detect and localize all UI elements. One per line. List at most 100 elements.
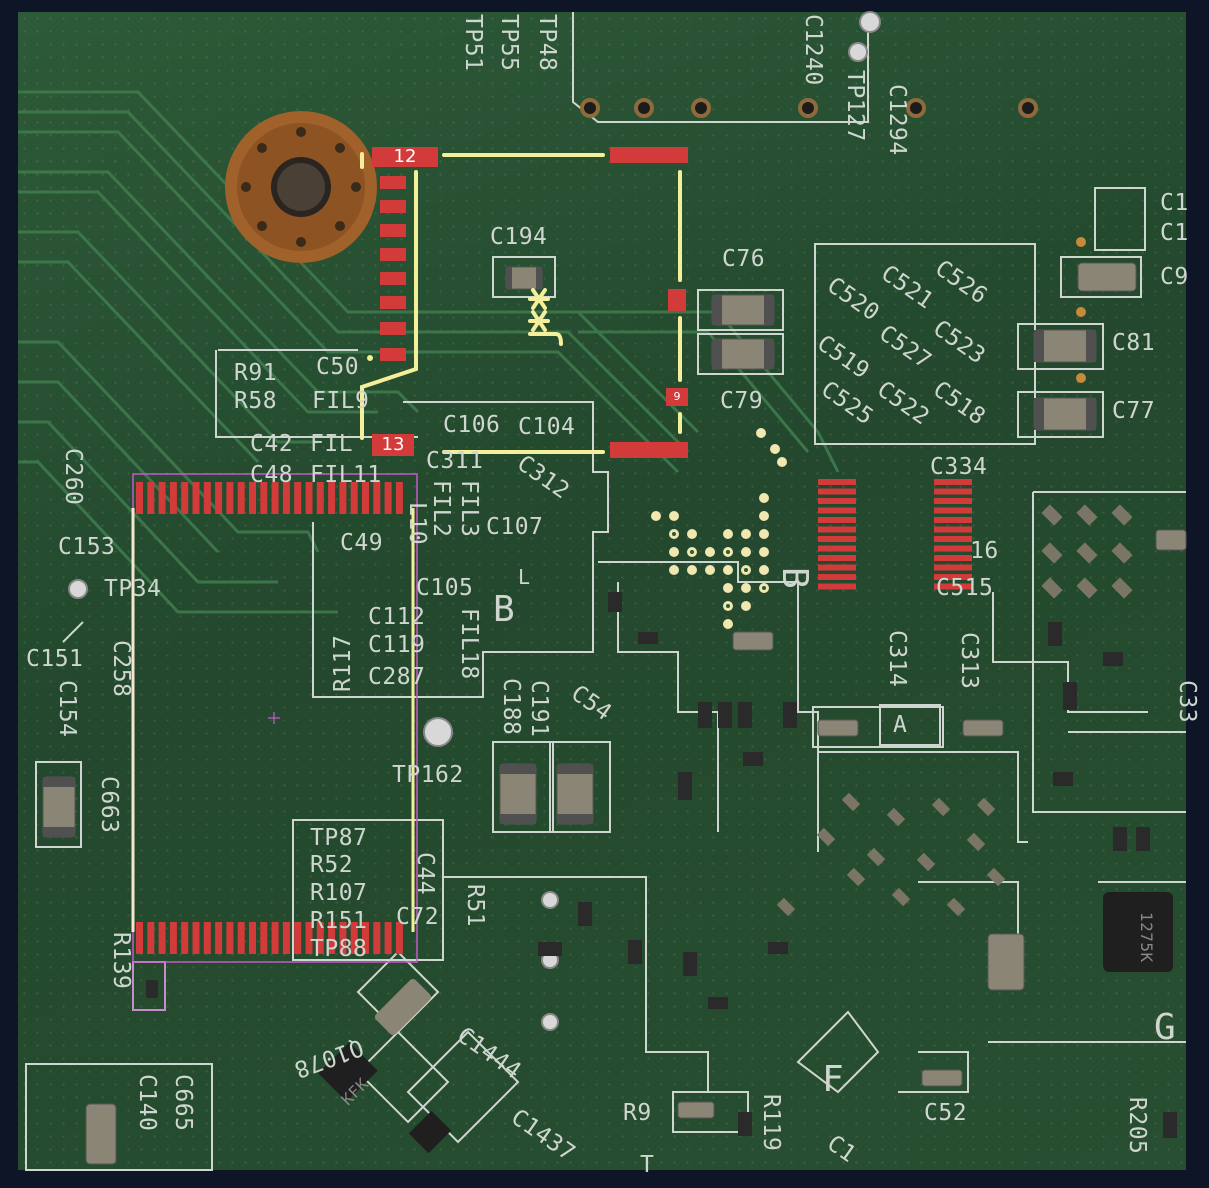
silk-r91: R91	[234, 360, 278, 386]
mounting-hole	[225, 111, 377, 263]
silk-r52: R52	[310, 852, 354, 878]
connector-pad	[203, 922, 211, 954]
silk-fil3: FIL3	[456, 480, 482, 538]
connector-pad	[215, 482, 223, 514]
connector-pad	[158, 482, 166, 514]
silk-r117: R117	[330, 634, 356, 692]
silk-tp51: TP51	[460, 14, 486, 72]
ic-pad	[818, 555, 856, 561]
silk-c287: C287	[368, 664, 426, 690]
connector-pad	[362, 922, 369, 954]
connector-pads-layer	[136, 479, 972, 954]
qfn-courtyard	[360, 152, 682, 454]
connector-pad	[339, 482, 347, 514]
ic-pad	[818, 545, 856, 552]
connector-pad	[237, 922, 245, 954]
silk-c106: C106	[443, 412, 501, 438]
silk-fil11: FIL11	[310, 462, 382, 488]
connector-pad	[169, 922, 177, 954]
ic-pad	[818, 479, 856, 485]
connector-pad	[147, 922, 155, 954]
silk-a-mark: A	[893, 712, 908, 738]
ic-pad	[934, 517, 972, 523]
silk-c1240: C1240	[800, 14, 826, 86]
pcb-board-canvas[interactable]: 12 13 9 1275K KFK TP51 TP55 TP48 C1240 T…	[18, 11, 1200, 1177]
silk-c104: C104	[518, 414, 576, 440]
silk-c112: C112	[368, 604, 426, 630]
silk-c151: C151	[26, 646, 84, 672]
silk-c79: C79	[720, 388, 764, 414]
silk-r51: R51	[462, 884, 488, 928]
ic-pad	[818, 564, 856, 571]
pad-number-12: 12	[393, 146, 417, 167]
origin-crosshair	[268, 712, 280, 724]
r139-selection	[132, 961, 166, 1011]
silk-c140: C140	[134, 1074, 160, 1132]
ic-pad	[934, 507, 972, 514]
silk-c314: C314	[884, 630, 910, 688]
silk-c9: C9	[1160, 264, 1189, 290]
small-vias	[1076, 237, 1086, 383]
pcb-layers	[18, 11, 1187, 1171]
silk-c77: C77	[1112, 398, 1156, 424]
silk-c48: C48	[250, 462, 294, 488]
connector-pad	[316, 922, 324, 954]
silk-c313: C313	[956, 632, 982, 690]
silk-b-mark-right: B	[774, 567, 815, 590]
connector-pad	[384, 922, 392, 954]
silk-c258: C258	[108, 640, 134, 698]
silk-c188: C188	[498, 678, 524, 736]
connector-pad	[136, 922, 143, 954]
silk-t-mark: T	[640, 1152, 655, 1178]
connector-pad	[226, 482, 234, 514]
connector-pad	[271, 482, 279, 514]
silk-c194: C194	[490, 224, 548, 250]
silk-c81: C81	[1112, 330, 1156, 356]
silk-c1294: C1294	[884, 84, 910, 156]
silk-l10: L10	[404, 502, 430, 546]
silk-c52: C52	[924, 1100, 968, 1126]
connector-pad	[294, 922, 302, 954]
ic-pad	[818, 498, 856, 504]
silk-c119: C119	[368, 632, 426, 658]
connector-pad	[136, 482, 143, 514]
connector-pad	[169, 482, 177, 514]
silk-c72: C72	[396, 904, 440, 930]
ic-pad	[818, 517, 856, 523]
connector-pad	[181, 482, 189, 514]
ic-pad	[934, 526, 972, 533]
connector-pad	[305, 922, 313, 954]
connector-pad	[192, 922, 200, 954]
connector-pad	[395, 482, 403, 514]
silk-c260: C260	[60, 448, 86, 506]
connector-pad	[294, 482, 302, 514]
silk-16: 16	[970, 538, 999, 564]
silk-tp48: TP48	[534, 14, 560, 72]
connector-pad	[362, 482, 369, 514]
silk-fil9: FIL9	[312, 388, 370, 414]
connector-pad-row-bottom	[136, 922, 403, 954]
ic-pad	[934, 545, 972, 552]
vias	[580, 98, 1038, 118]
silk-tp127: TP127	[842, 70, 868, 142]
silk-r205: R205	[1124, 1097, 1150, 1155]
silk-r119: R119	[758, 1094, 784, 1152]
silk-tp88: TP88	[310, 936, 368, 962]
connector-pad	[271, 922, 279, 954]
ic-pad	[818, 536, 856, 542]
silk-c76: C76	[722, 246, 766, 272]
ic-pad	[818, 526, 856, 533]
connector-pad	[237, 482, 245, 514]
connector-pad	[260, 482, 268, 514]
silk-c49: C49	[340, 530, 384, 556]
silk-c153: C153	[58, 534, 116, 560]
ic-pad	[934, 574, 972, 580]
connector-pad	[350, 482, 358, 514]
connector-pad	[203, 482, 211, 514]
silk-tp55: TP55	[496, 14, 522, 72]
silk-c107: C107	[486, 514, 544, 540]
ic-pad	[934, 564, 972, 571]
copper-traces	[18, 90, 840, 614]
smd-components	[42, 262, 1187, 1165]
silk-b-mark: B	[493, 589, 516, 630]
